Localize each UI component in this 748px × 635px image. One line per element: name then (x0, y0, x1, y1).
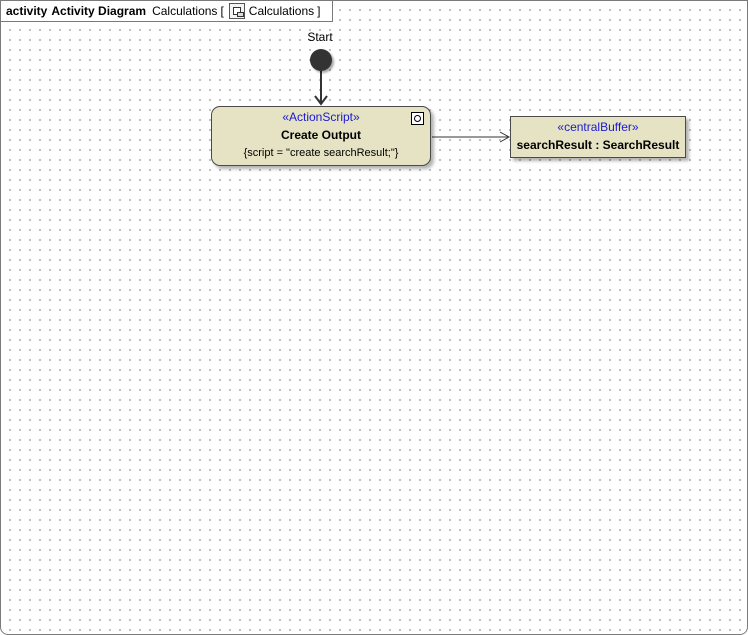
central-buffer-search-result[interactable]: «centralBuffer» searchResult : SearchRes… (510, 116, 686, 158)
frame-header: activity Activity Diagram Calculations [… (1, 1, 333, 22)
buffer-stereotype: «centralBuffer» (557, 120, 639, 134)
call-behavior-icon (411, 112, 424, 125)
frame-close-bracket: ] (317, 4, 321, 18)
object-flow-arrowhead (499, 131, 511, 143)
frame-owner-name: Calculations (152, 4, 218, 18)
buffer-name: searchResult : SearchResult (516, 138, 680, 152)
action-stereotype: «ActionScript» (282, 110, 360, 124)
action-create-output[interactable]: «ActionScript» Create Output {script = "… (211, 106, 431, 166)
initial-node[interactable] (310, 49, 332, 71)
initial-node-label: Start (307, 30, 333, 44)
frame-activity-name[interactable]: Calculations (248, 4, 315, 18)
action-script: {script = "create searchResult;"} (243, 147, 399, 159)
activity-diagram-icon (228, 3, 245, 19)
control-flow-arrowhead (314, 95, 328, 106)
frame-open-bracket: [ (220, 4, 224, 18)
action-name: Create Output (280, 128, 361, 142)
frame-keyword: activity (6, 4, 48, 18)
frame-diagram-type: Activity Diagram (51, 4, 147, 18)
